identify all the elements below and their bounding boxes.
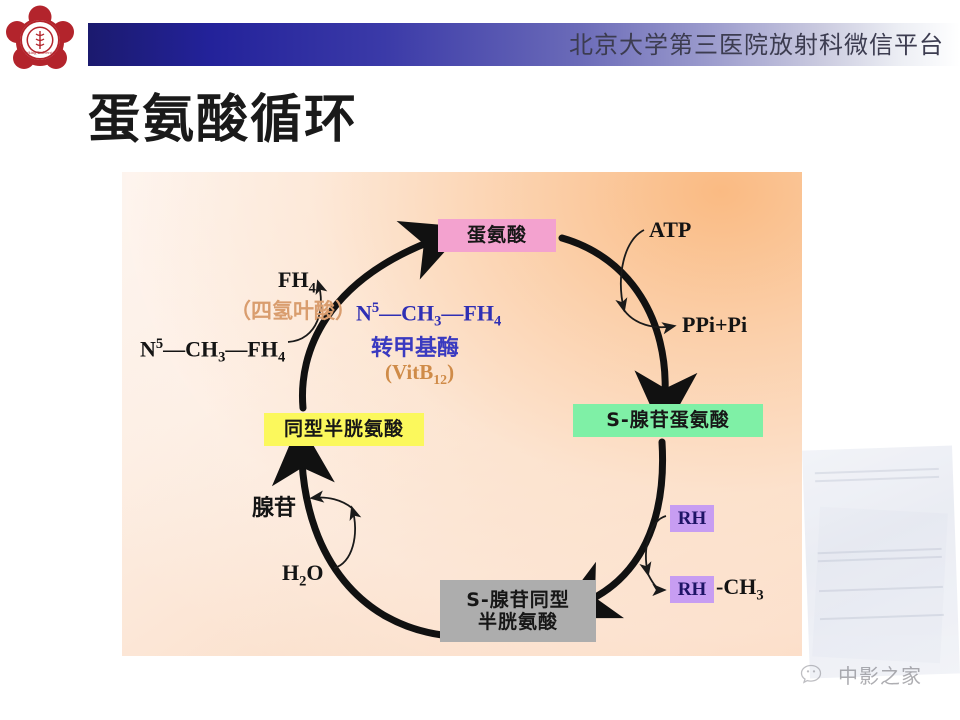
watermark-text: 中影之家 <box>838 664 922 688</box>
node-s-adenosylmethionine[interactable]: S-腺苷蛋氨酸 <box>573 404 763 437</box>
arrow-to-rhch3 <box>647 573 667 597</box>
node-homocysteine[interactable]: 同型半胱氨酸 <box>264 413 424 446</box>
methionine-cycle-diagram: 蛋氨酸 S-腺苷蛋氨酸 同型半胱氨酸 S-腺苷同型 半胱氨酸 RH RH -CH… <box>122 172 802 656</box>
platform-title: 北京大学第三医院放射科微信平台 <box>569 31 944 59</box>
label-vitamin-b12: (VitB12) <box>385 360 455 388</box>
label-n5-methyl-thf: N5—CH3—FH4 <box>140 336 286 366</box>
wechat-icon <box>800 664 822 684</box>
label-atp: ATP <box>649 217 692 242</box>
label-adenosine: 腺苷 <box>252 496 297 521</box>
paper-line <box>817 547 942 555</box>
arrow-to-ppipi <box>623 309 677 335</box>
node-rh[interactable]: RH <box>670 505 714 532</box>
label-methyltransferase: 转甲基酶 <box>371 336 460 361</box>
paper-line <box>819 613 944 621</box>
arrow-rh-in <box>639 515 667 577</box>
arrow-to-adenosine <box>309 490 353 509</box>
label-tetrahydrofolate-chinese: （四氢叶酸） <box>230 299 356 323</box>
label-ppi-pi: PPi+Pi <box>682 312 748 337</box>
arrow-h2o-in <box>333 505 362 569</box>
header-gradient-band <box>88 23 960 66</box>
page-title: 蛋氨酸循环 <box>88 90 359 150</box>
label-ch3-suffix: -CH3 <box>716 574 764 604</box>
svg-text:Peking University: Peking University <box>24 50 57 55</box>
arrow-atp-in <box>615 229 645 313</box>
background-paper-artifact <box>802 445 960 679</box>
label-water: H2O <box>282 560 324 590</box>
paper-line <box>818 585 943 593</box>
arrow-n5ch3fh4-to-fh4 <box>287 279 328 343</box>
node-rh-methylated[interactable]: RH <box>670 576 714 603</box>
arc-hcy-to-methionine <box>298 220 467 412</box>
node-methionine[interactable]: 蛋氨酸 <box>438 219 556 252</box>
diagram-arrows <box>271 220 698 639</box>
paper-line <box>815 475 940 483</box>
label-enzyme-substrate: N5—CH3—FH4 <box>356 300 502 330</box>
label-fh4: FH4 <box>278 267 316 297</box>
arc-sam-to-sah <box>553 438 667 619</box>
arc-sah-to-hcy <box>271 421 446 639</box>
wechat-watermark: 中影之家 <box>800 660 922 689</box>
paper-line <box>814 467 939 475</box>
arc-methionine-to-sam <box>558 234 698 435</box>
paper-line <box>817 555 942 563</box>
hospital-seal-icon: Peking University <box>6 5 74 69</box>
hospital-logo: Peking University <box>6 4 74 74</box>
node-s-adenosylhomocysteine[interactable]: S-腺苷同型 半胱氨酸 <box>440 580 596 642</box>
